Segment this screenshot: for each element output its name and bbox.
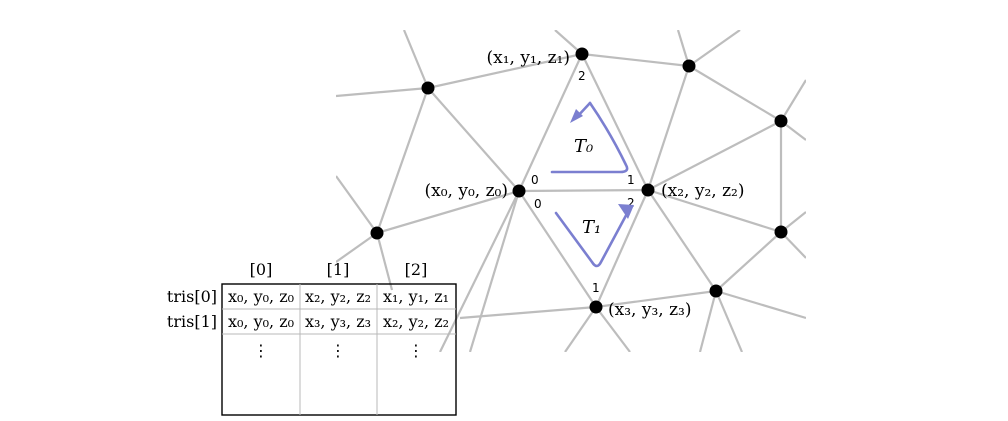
table-row-label: tris[0]	[167, 287, 217, 306]
mesh-edge	[780, 79, 806, 122]
mesh-edge	[581, 52, 690, 68]
mesh-edge	[646, 65, 691, 191]
table-column-header: [2]	[405, 260, 428, 279]
vertex	[421, 81, 435, 95]
corner-index-t0-v1: 2	[578, 69, 586, 83]
mesh-edge	[376, 189, 520, 235]
table-ellipsis: ⋮	[408, 341, 424, 360]
mesh-edge	[459, 305, 597, 320]
vertex-2	[641, 183, 655, 197]
table-cell: x₂, y₂, z₂	[305, 287, 371, 306]
mesh-edge	[336, 175, 378, 234]
mesh-edge	[595, 306, 631, 352]
mesh-edge	[336, 86, 429, 98]
mesh-edge	[688, 30, 741, 67]
mesh-edges	[336, 30, 806, 352]
mesh-edge	[698, 290, 718, 352]
vertex	[682, 59, 696, 73]
mesh-edge	[715, 231, 782, 292]
mesh-edge	[375, 87, 430, 234]
mesh-edge	[647, 188, 782, 234]
mesh-edge	[647, 120, 782, 191]
mesh-edge	[594, 189, 650, 308]
vertex	[774, 114, 788, 128]
corner-index-t0-v2: 1	[627, 173, 635, 187]
mesh-edge	[468, 190, 521, 352]
mesh-edge	[688, 65, 782, 122]
table-column-header: [0]	[250, 260, 273, 279]
vertex-1	[575, 47, 589, 61]
vertex-0	[512, 184, 526, 198]
vertex-3-label: (x₃, y₃, z₃)	[608, 300, 691, 320]
mesh-edge	[518, 190, 597, 308]
corner-index-t1-v3: 1	[592, 281, 600, 295]
t1-orientation-arrow	[554, 204, 634, 268]
t1-label: T₁	[582, 217, 601, 238]
vertex	[370, 226, 384, 240]
t0-label: T₀	[574, 136, 593, 157]
triangle-array-table: [0] [1] [2] tris[0] tris[1] x₀, y₀, z₀ x…	[167, 260, 457, 416]
table-cell: x₃, y₃, z₃	[305, 312, 371, 331]
mesh-edge	[439, 190, 520, 352]
mesh-edge	[564, 306, 597, 352]
table-frame	[221, 283, 457, 416]
vertex	[774, 225, 788, 239]
table-cell: x₀, y₀, z₀	[228, 312, 294, 331]
mesh-edge	[595, 289, 717, 309]
mesh-vertices	[370, 47, 788, 314]
vertex-2-label: (x₂, y₂, z₂)	[661, 181, 744, 201]
mesh-edge	[427, 52, 583, 90]
mesh-edge	[647, 189, 717, 292]
table-column-header: [1]	[327, 260, 350, 279]
mesh-edge	[427, 87, 520, 192]
mesh-edge	[402, 30, 430, 89]
vertex-0-label: (x₀, y₀, z₀)	[425, 181, 508, 201]
table-cell: x₀, y₀, z₀	[228, 287, 294, 306]
mesh-edge	[336, 232, 378, 263]
mesh-edge	[715, 289, 806, 320]
corner-index-t1-v2: 2	[627, 196, 635, 210]
table-ellipsis: ⋮	[330, 341, 346, 360]
table-cell: x₁, y₁, z₁	[383, 287, 449, 306]
mesh-edge	[518, 188, 649, 193]
mesh-edge	[714, 290, 744, 352]
t0-orientation-arrow	[550, 101, 629, 174]
vertex	[709, 284, 723, 298]
vertex-3	[589, 300, 603, 314]
table-row-label: tris[1]	[167, 312, 217, 331]
mesh-edge	[375, 232, 394, 291]
table-cell: x₂, y₂, z₂	[383, 312, 449, 331]
mesh-edge	[518, 53, 583, 192]
corner-index-t0-v0: 0	[531, 173, 539, 187]
vertex-1-label: (x₁, y₁, z₁)	[487, 48, 570, 68]
table-ellipsis: ⋮	[253, 341, 269, 360]
corner-index-t1-v0: 0	[534, 197, 542, 211]
mesh-edge	[581, 53, 649, 191]
